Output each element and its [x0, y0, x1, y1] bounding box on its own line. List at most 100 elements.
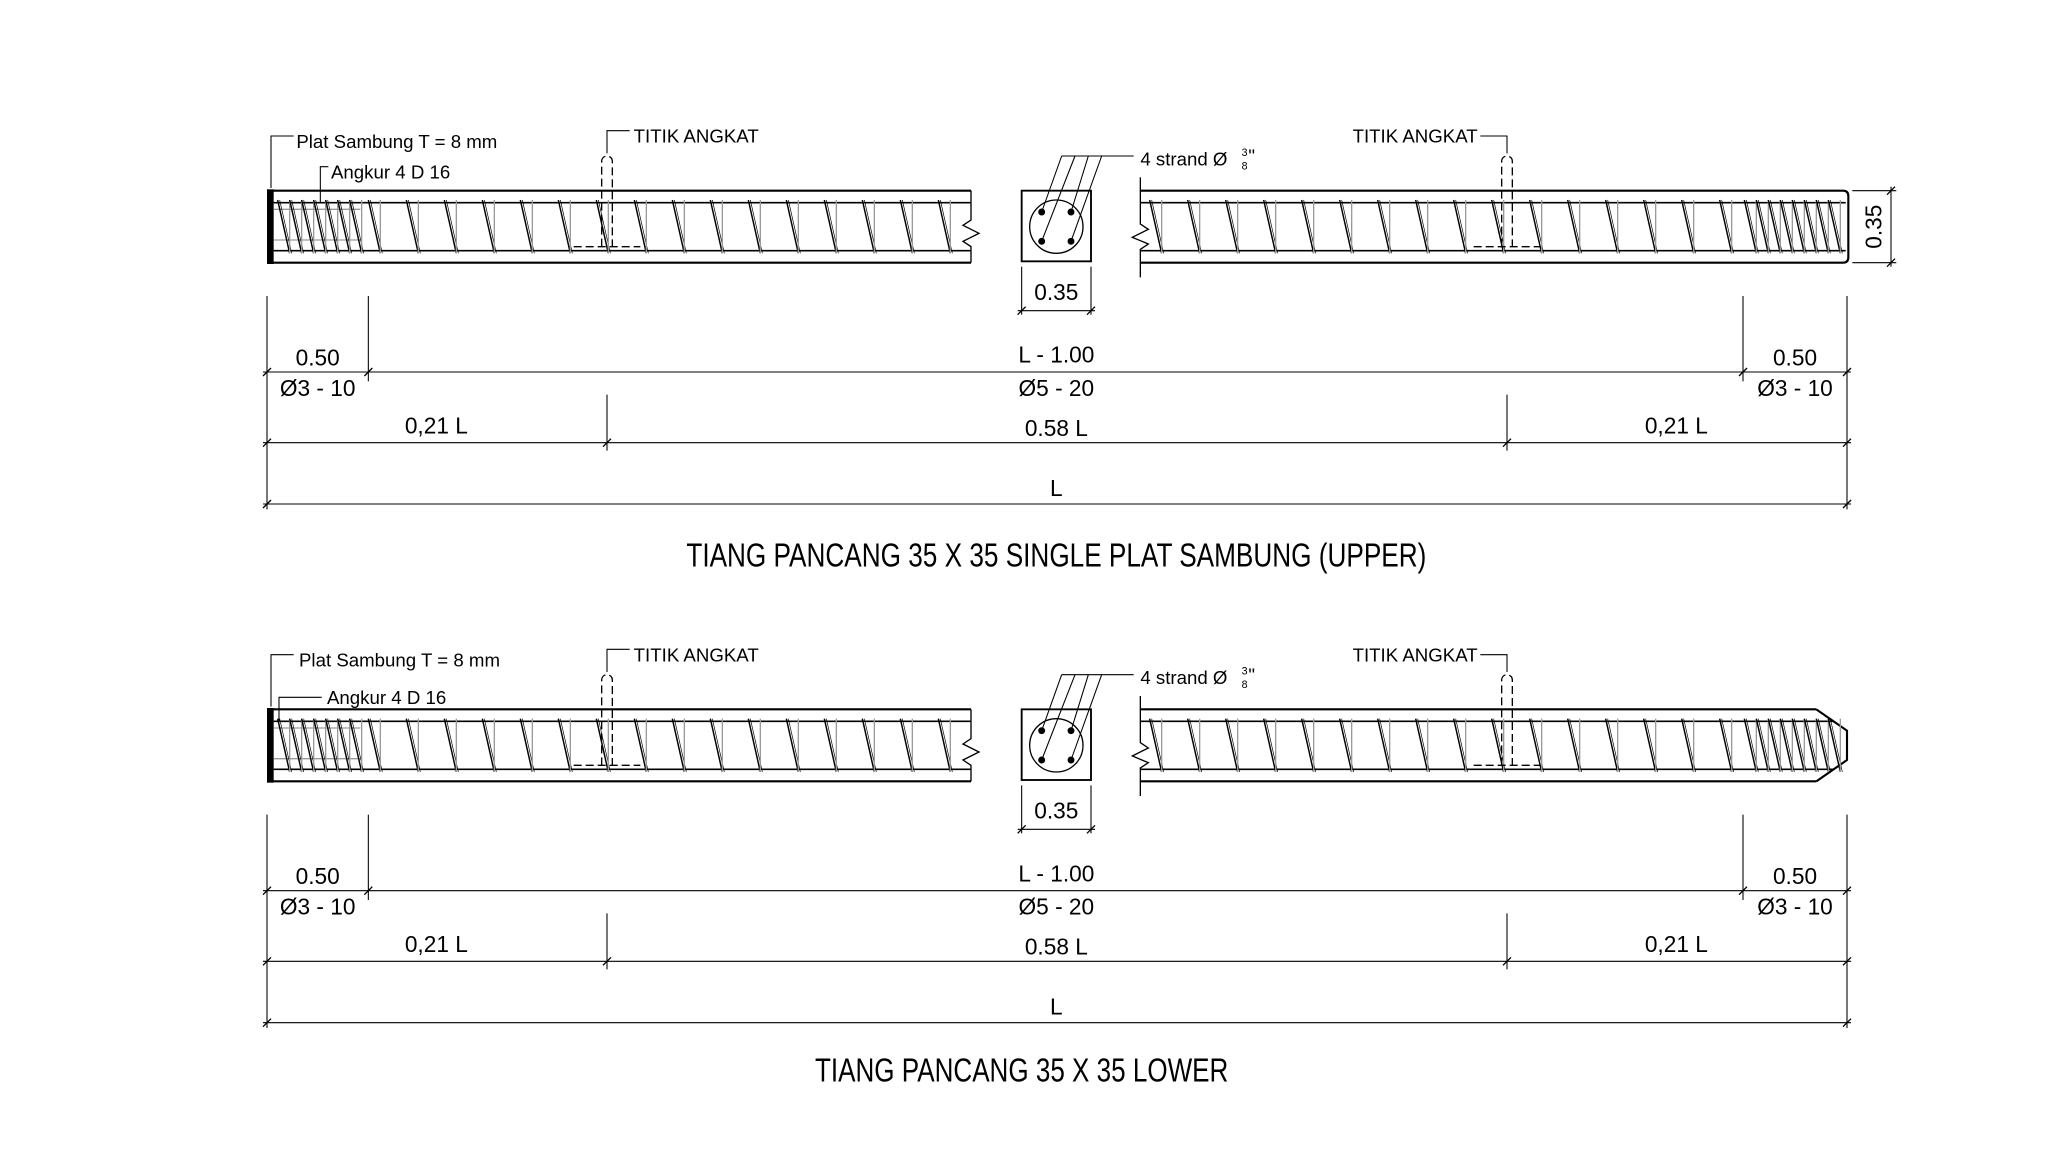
spiral-front	[1452, 718, 1467, 773]
dim-end-left-spiral: Ø3 - 10	[280, 894, 356, 920]
lift-leader	[1480, 135, 1508, 154]
lifting-hook	[601, 155, 613, 247]
lifting-hook	[1500, 674, 1513, 766]
spiral-front	[1779, 718, 1794, 773]
section-width-dim: 0.35	[1034, 279, 1078, 305]
lift-leader	[606, 130, 630, 154]
spiral-front	[519, 718, 534, 773]
spiral-front	[1148, 199, 1163, 254]
strand-leader	[1041, 674, 1063, 731]
spiral-front	[557, 199, 572, 254]
lift-point-right-label: TITIK ANGKAT	[1353, 644, 1478, 665]
dim-tick	[1738, 367, 1748, 377]
splice-plate	[267, 189, 274, 264]
dim-lift-left: 0,21 L	[405, 931, 468, 957]
dim-lift-left: 0,21 L	[405, 412, 468, 438]
drawing-title: TIANG PANCANG 35 X 35 SINGLE PLAT SAMBUN…	[686, 538, 1426, 575]
spiral-front	[1642, 199, 1657, 254]
dim-total: L	[1050, 994, 1063, 1020]
pile-upper-geometry	[262, 130, 1897, 510]
spiral-front	[1528, 199, 1543, 254]
spiral-front	[709, 199, 724, 254]
lifting-hook	[1500, 155, 1513, 247]
dim-middle-spiral: Ø5 - 20	[1019, 375, 1095, 401]
spiral-front	[785, 199, 800, 254]
spiral-front	[312, 199, 327, 254]
spiral-front	[1224, 199, 1239, 254]
dim-tick	[262, 1018, 272, 1028]
spiral-front	[747, 718, 762, 773]
section-height-dim: 0.35	[1861, 205, 1887, 249]
spiral-front	[312, 718, 327, 773]
spiral-front	[557, 718, 572, 773]
spiral-front	[1262, 718, 1277, 773]
spiral-front	[747, 199, 762, 254]
spiral-front	[336, 718, 351, 773]
section-width-dim: 0.35	[1034, 798, 1078, 824]
spiral-front	[481, 718, 496, 773]
dim-tick	[1842, 438, 1852, 448]
strand-unit: "	[1248, 664, 1255, 685]
spiral-front	[348, 199, 363, 254]
cross-section	[1020, 189, 1092, 263]
dim-end-left: 0.50	[296, 344, 340, 370]
spiral-front	[1338, 718, 1353, 773]
spiral-front	[861, 718, 876, 773]
dim-tick	[262, 886, 272, 896]
spiral-front	[709, 718, 724, 773]
lift-leader	[606, 648, 630, 672]
spiral-front	[324, 718, 339, 773]
spiral-front	[1338, 199, 1353, 254]
spiral-front	[1186, 718, 1201, 773]
strand-leader	[1070, 155, 1089, 213]
dim-tick	[262, 956, 272, 966]
dim-middle-spiral: Ø5 - 20	[1019, 894, 1095, 920]
dim-middle: L - 1.00	[1018, 342, 1094, 368]
dim-end-right: 0.50	[1773, 344, 1817, 370]
plate-label: Plat Sambung T = 8 mm	[296, 131, 497, 152]
dim-end-right-spiral: Ø3 - 10	[1757, 375, 1833, 401]
spiral-front	[300, 718, 315, 773]
spiral-front	[1414, 718, 1429, 773]
dim-tick	[1842, 367, 1852, 377]
spiral-front	[1755, 199, 1770, 254]
strand-leader	[1041, 155, 1076, 242]
lift-point-right-label: TITIK ANGKAT	[1353, 126, 1478, 147]
spiral-front	[1718, 199, 1733, 254]
lifting-hook	[601, 674, 613, 766]
strand-label: 4 strand Ø	[1140, 667, 1227, 688]
plate-leader	[270, 654, 294, 707]
lift-leader	[1480, 654, 1508, 672]
spiral-front	[519, 199, 534, 254]
spiral-front	[1743, 718, 1758, 773]
dim-tick	[1842, 499, 1852, 509]
dim-lift-right: 0,21 L	[1645, 931, 1708, 957]
anchor-leader	[278, 696, 322, 722]
anchor-leader	[319, 166, 329, 203]
spiral-front	[1566, 199, 1581, 254]
strand-unit: "	[1248, 146, 1255, 167]
spiral-front	[288, 199, 303, 254]
spiral-front	[288, 718, 303, 773]
spiral-front	[324, 199, 339, 254]
lift-point-left-label: TITIK ANGKAT	[634, 126, 759, 147]
dim-lift-middle: 0.58 L	[1025, 415, 1088, 441]
spiral-front	[1376, 199, 1391, 254]
spiral-front	[1815, 718, 1830, 773]
spiral-front	[1528, 718, 1543, 773]
dim-end-left-spiral: Ø3 - 10	[280, 375, 356, 401]
spiral-front	[1718, 718, 1733, 773]
spiral-front	[1803, 718, 1818, 773]
spiral-front	[899, 199, 914, 254]
spiral-front	[443, 199, 458, 254]
strand-leader	[1041, 155, 1063, 213]
pile-rounded-end	[1842, 189, 1850, 264]
dim-lift-middle: 0.58 L	[1025, 934, 1088, 960]
spiral-front	[1604, 718, 1619, 773]
spiral-front	[1755, 718, 1770, 773]
spiral-front	[937, 199, 952, 254]
spiral-front	[481, 199, 496, 254]
break-line	[1130, 696, 1150, 796]
